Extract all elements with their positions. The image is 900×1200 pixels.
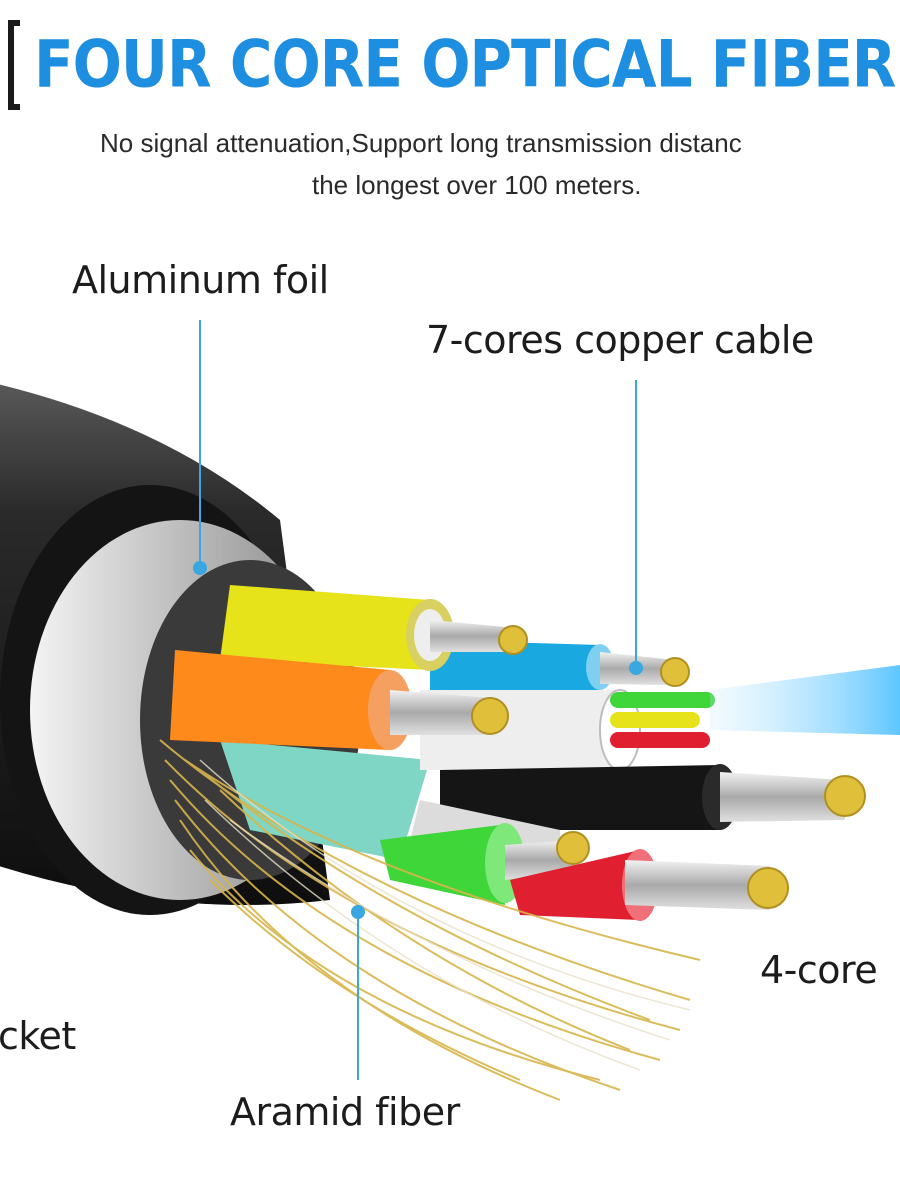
orange-wire <box>170 650 390 750</box>
subtitle-line-1: No signal attenuation,Support long trans… <box>100 128 742 158</box>
subtitle: No signal attenuation,Support long trans… <box>100 122 900 206</box>
foil-leader-dot <box>193 561 207 575</box>
red-wire <box>510 850 640 920</box>
yellow-wire <box>220 585 430 670</box>
aramid-leader-dot <box>351 905 365 919</box>
black-wire <box>440 765 720 830</box>
blue-wire <box>430 640 600 690</box>
label-aluminum-foil: Aluminum foil <box>72 258 329 302</box>
label-aramid-fiber: Aramid fiber <box>230 1090 460 1134</box>
label-copper-cable: 7-cores copper cable <box>426 318 814 362</box>
teal-filler <box>220 740 430 860</box>
leader-lines <box>199 320 637 1080</box>
label-four-core: 4-core <box>760 948 878 992</box>
subtitle-line-2: the longest over 100 meters. <box>312 170 642 200</box>
green-wire <box>380 825 505 905</box>
page-title: FOUR CORE OPTICAL FIBER TRANSM <box>34 26 900 103</box>
heading-bracket <box>8 20 20 110</box>
optical-light-glow <box>710 665 900 735</box>
copper-leader-dot <box>629 661 643 675</box>
label-jacket: cket <box>0 1014 76 1058</box>
